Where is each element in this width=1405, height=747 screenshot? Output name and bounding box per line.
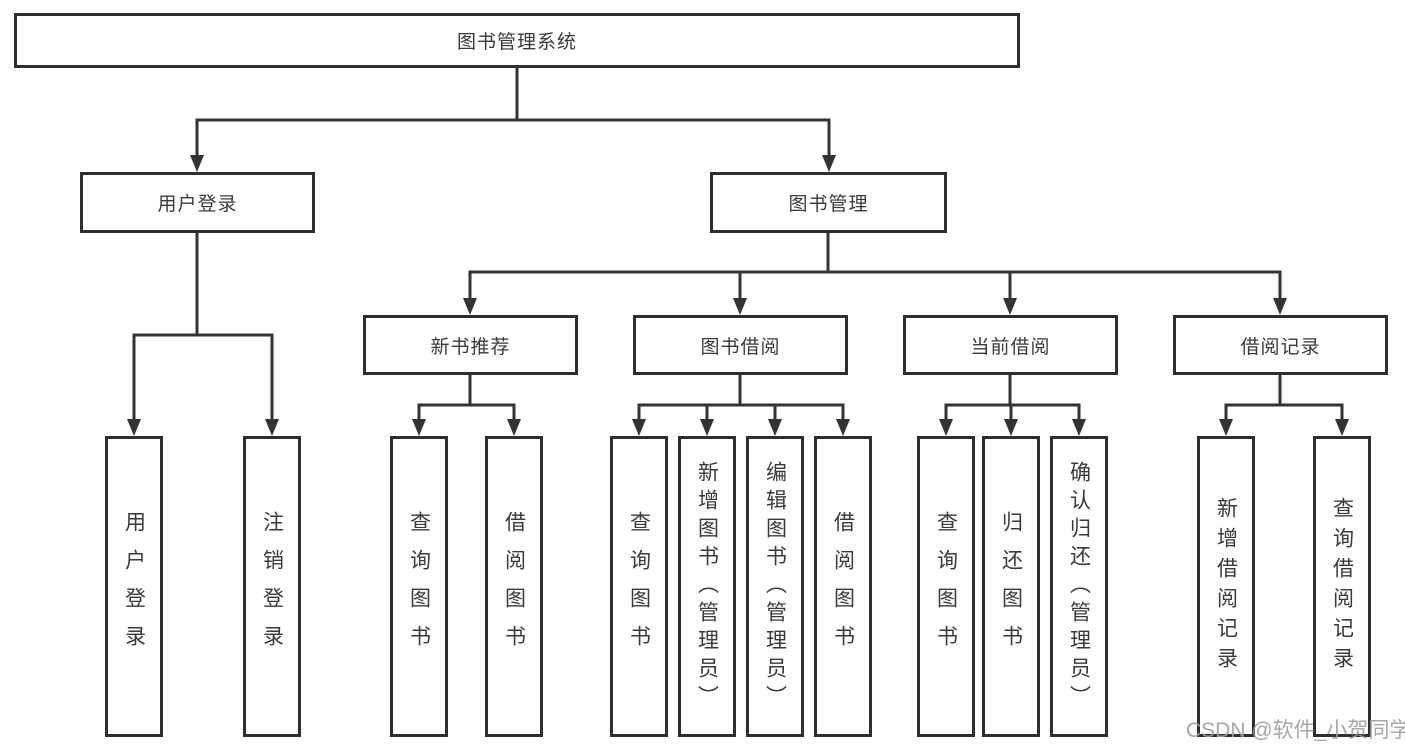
arrowhead xyxy=(1072,419,1086,436)
node-new-book-recommend: 新书推荐 xyxy=(363,315,578,375)
arrowhead xyxy=(265,419,279,436)
connector-user-login-children xyxy=(127,231,279,436)
arrowhead xyxy=(127,419,141,436)
arrowhead xyxy=(1273,298,1287,315)
arrowhead xyxy=(822,155,836,172)
arrowhead xyxy=(632,419,646,436)
leaf-edit-book-admin: 编辑图书（管理员） xyxy=(746,436,804,737)
connector-current-borrow-children xyxy=(939,373,1086,436)
arrowhead xyxy=(1335,419,1349,436)
arrowhead xyxy=(733,298,747,315)
connector-borrow-records-children xyxy=(1219,373,1349,436)
arrowhead xyxy=(1003,298,1017,315)
leaf-borrow-books: 借阅图书 xyxy=(814,436,872,737)
leaf-logout: 注销登录 xyxy=(243,436,301,737)
node-root: 图书管理系统 xyxy=(14,13,1020,68)
arrowhead xyxy=(700,419,714,436)
arrowhead xyxy=(507,419,521,436)
leaf-query-books-recommend: 查询图书 xyxy=(390,436,448,737)
arrowhead xyxy=(1219,419,1233,436)
arrowhead xyxy=(190,155,204,172)
csdn-watermark: CSDN @软件_小贺同学 xyxy=(1186,719,1405,742)
leaf-confirm-return-admin: 确认归还（管理员） xyxy=(1050,436,1108,737)
connector-root-to-level2 xyxy=(190,66,836,172)
leaf-query-books-borrow: 查询图书 xyxy=(610,436,668,737)
node-book-management: 图书管理 xyxy=(710,172,947,233)
node-current-borrow: 当前借阅 xyxy=(903,315,1118,375)
arrowhead xyxy=(1004,419,1018,436)
arrowhead xyxy=(412,419,426,436)
node-book-borrow: 图书借阅 xyxy=(633,315,848,375)
leaf-borrow-books-recommend: 借阅图书 xyxy=(485,436,543,737)
leaf-add-book-admin: 新增图书（管理员） xyxy=(678,436,736,737)
leaf-query-borrow-record: 查询借阅记录 xyxy=(1313,436,1371,737)
node-user-login: 用户登录 xyxy=(80,172,315,233)
connector-new-book-recommend-children xyxy=(412,373,521,436)
connector-book-borrow-children xyxy=(632,373,850,436)
leaf-user-login: 用户登录 xyxy=(105,436,163,737)
leaf-return-books: 归还图书 xyxy=(982,436,1040,737)
node-borrow-records: 借阅记录 xyxy=(1173,315,1388,375)
arrowhead xyxy=(836,419,850,436)
arrowhead xyxy=(768,419,782,436)
leaf-add-borrow-record: 新增借阅记录 xyxy=(1197,436,1255,737)
leaf-query-books-current: 查询图书 xyxy=(917,436,975,737)
arrowhead xyxy=(939,419,953,436)
connector-book-management-children xyxy=(463,231,1287,315)
arrowhead xyxy=(463,298,477,315)
